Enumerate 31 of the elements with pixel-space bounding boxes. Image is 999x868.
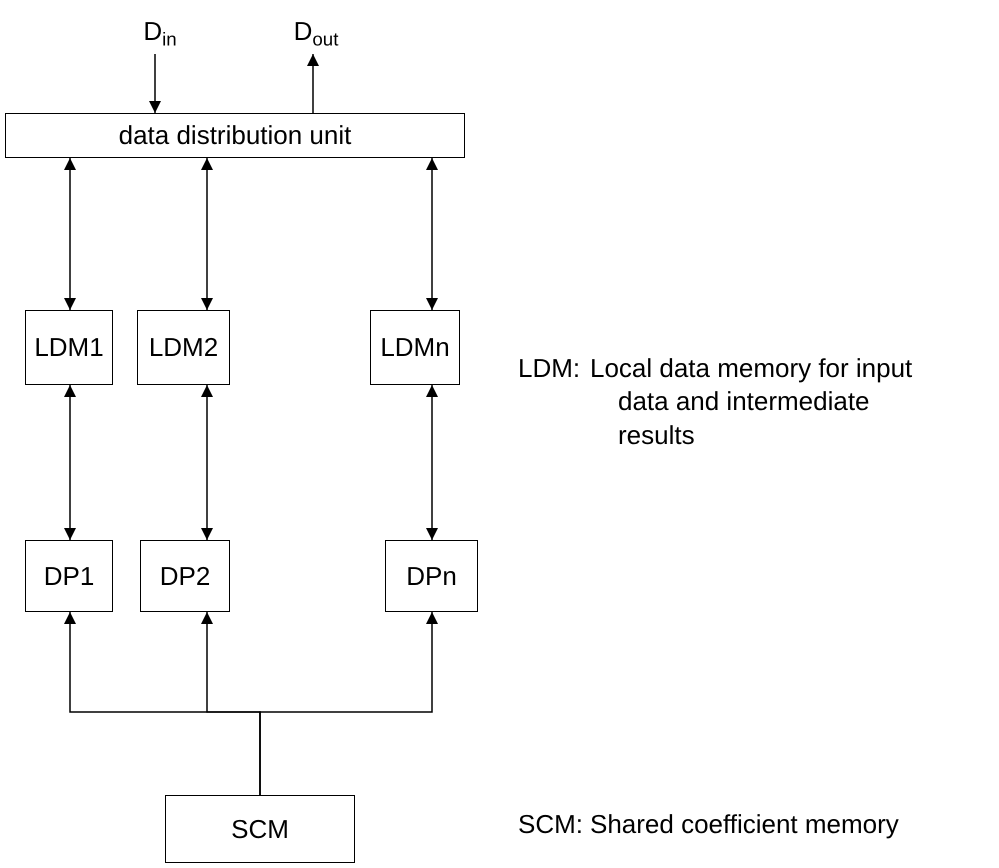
- block-label: data distribution unit: [118, 120, 352, 151]
- arrow: [426, 158, 438, 310]
- note-text: Local data memory for input data and intermediate results: [590, 352, 914, 452]
- arrow: [307, 54, 319, 113]
- block-box: [140, 540, 230, 612]
- arrow: [201, 385, 213, 540]
- arrow: [201, 158, 213, 310]
- block-label: SCM: [231, 814, 289, 844]
- signal-label: D$_{out}$: [294, 16, 338, 50]
- note-text: Shared coefficient memory: [590, 808, 900, 841]
- block-label: DPn: [406, 560, 457, 592]
- arrow: [149, 54, 161, 113]
- block-label: LDMn: [380, 332, 450, 363]
- arrow: [426, 385, 438, 540]
- abbreviation-label: SCM:: [518, 808, 584, 841]
- block-box: [25, 540, 113, 612]
- block-box: [137, 310, 230, 385]
- arrow: [64, 158, 76, 310]
- block-box: [385, 540, 478, 612]
- arrow: [64, 385, 76, 540]
- block-box: [25, 310, 113, 385]
- process-box: [5, 113, 465, 158]
- block-label: LDM1: [34, 332, 104, 363]
- signal-label: D$_{in}$: [143, 16, 177, 50]
- block-label: DP2: [160, 560, 210, 592]
- block-label: LDM2: [148, 332, 218, 363]
- abbreviation-label: LDM:: [518, 352, 582, 385]
- arrow: [259, 612, 438, 795]
- block-box: [165, 795, 355, 863]
- block-label: DP1: [44, 560, 94, 592]
- block-box: [370, 310, 460, 385]
